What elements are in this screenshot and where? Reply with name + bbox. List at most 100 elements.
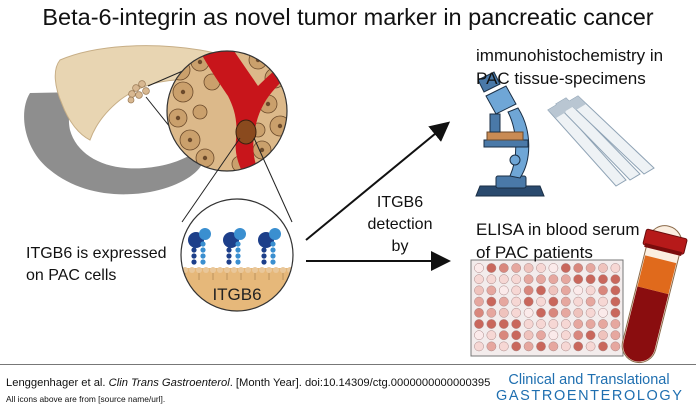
page-title: Beta-6-integrin as novel tumor marker in… — [42, 4, 654, 30]
elisa-well — [560, 341, 571, 352]
elisa-well — [511, 341, 522, 352]
elisa-well — [536, 285, 546, 296]
elisa-well — [474, 330, 484, 341]
elisa-well — [598, 285, 608, 296]
elisa-well — [560, 274, 571, 285]
elisa-well — [498, 341, 509, 352]
elisa-well — [585, 296, 596, 307]
elisa-well — [498, 330, 509, 341]
detection-line1: ITGB6 — [376, 194, 424, 211]
elisa-well — [560, 330, 571, 341]
elisa-well — [536, 319, 546, 329]
elisa-well — [598, 274, 608, 285]
elisa-well — [498, 296, 509, 307]
ihc-label-line1: immunohistochemistry in — [476, 46, 664, 65]
elisa-well — [610, 296, 621, 307]
elisa-well — [585, 341, 596, 352]
elisa-well — [474, 296, 484, 307]
elisa-well — [486, 285, 497, 296]
elisa-well — [498, 307, 509, 318]
elisa-well — [598, 296, 608, 307]
elisa-well — [523, 296, 534, 307]
elisa-well — [498, 285, 509, 296]
elisa-well — [610, 307, 621, 318]
elisa-well — [560, 307, 571, 318]
elisa-well — [523, 285, 534, 296]
elisa-well — [548, 274, 559, 285]
blood-tube-icon — [621, 225, 688, 364]
cell-itgb6-label: ITGB6 — [212, 285, 262, 304]
elisa-well — [536, 307, 546, 318]
elisa-well — [536, 274, 546, 285]
elisa-well — [523, 319, 534, 329]
detection-label: ITGB6 detection by — [350, 192, 450, 258]
elisa-well — [486, 319, 497, 329]
elisa-well — [548, 307, 559, 318]
elisa-well — [610, 263, 621, 273]
elisa-well — [536, 263, 546, 273]
elisa-well — [523, 330, 534, 341]
elisa-well — [523, 307, 534, 318]
elisa-well — [610, 330, 621, 341]
elisa-well — [610, 341, 621, 352]
glass-slides-icon — [547, 95, 655, 187]
elisa-well — [511, 263, 522, 273]
elisa-well — [573, 341, 584, 352]
elisa-well — [523, 263, 534, 273]
elisa-well — [498, 263, 509, 273]
detection-line2: detection — [367, 216, 433, 233]
footer-divider — [0, 364, 696, 365]
elisa-well — [598, 330, 608, 341]
elisa-well — [523, 341, 534, 352]
elisa-well — [585, 263, 596, 273]
elisa-well — [548, 341, 559, 352]
elisa-well — [560, 319, 571, 329]
elisa-well — [548, 330, 559, 341]
expression-line1: ITGB6 is expressed — [26, 245, 167, 262]
ihc-label: immunohistochemistry in PAC tissue-speci… — [476, 44, 663, 90]
journal-name-line1: Clinical and Translational — [508, 372, 670, 388]
elisa-well — [511, 274, 522, 285]
elisa-well — [598, 319, 608, 329]
elisa-well — [560, 285, 571, 296]
journal-logo: Clinical and Translational GASTROENTEROL… — [496, 372, 682, 404]
elisa-well — [548, 263, 559, 273]
elisa-well — [474, 307, 484, 318]
elisa-well — [511, 319, 522, 329]
elisa-well — [598, 263, 608, 273]
expression-label: ITGB6 is expressed on PAC cells — [26, 243, 167, 287]
elisa-well — [486, 330, 497, 341]
elisa-well — [573, 319, 584, 329]
elisa-well — [585, 274, 596, 285]
journal-name-line2: GASTROENTEROLOGY — [496, 388, 684, 404]
elisa-well — [585, 330, 596, 341]
elisa-well — [474, 263, 484, 273]
citation-authors: Lenggenhager et al. — [6, 377, 106, 389]
elisa-well — [511, 296, 522, 307]
elisa-well — [548, 296, 559, 307]
elisa-well — [474, 274, 484, 285]
microscope-icon — [475, 71, 545, 197]
tissue-magnification — [166, 50, 293, 223]
elisa-well — [573, 263, 584, 273]
arrow-to-ihc — [305, 121, 451, 241]
elisa-well — [573, 285, 584, 296]
ihc-label-line2: PAC tissue-specimens — [476, 69, 646, 88]
elisa-well — [573, 307, 584, 318]
elisa-plate-icon — [470, 259, 624, 357]
cell-membrane-integrin — [180, 198, 294, 312]
elisa-well — [498, 274, 509, 285]
elisa-well — [598, 307, 608, 318]
elisa-well — [536, 330, 546, 341]
elisa-well — [585, 307, 596, 318]
elisa-well — [585, 319, 596, 329]
elisa-label-line2: of PAC patients — [476, 243, 593, 262]
elisa-label-line1: ELISA in blood serum — [476, 220, 640, 239]
elisa-well — [486, 307, 497, 318]
elisa-well — [573, 274, 584, 285]
elisa-well — [610, 274, 621, 285]
elisa-well — [536, 341, 546, 352]
elisa-well — [610, 285, 621, 296]
citation-journal: Clin Trans Gastroenterol — [108, 377, 230, 389]
elisa-well — [548, 285, 559, 296]
